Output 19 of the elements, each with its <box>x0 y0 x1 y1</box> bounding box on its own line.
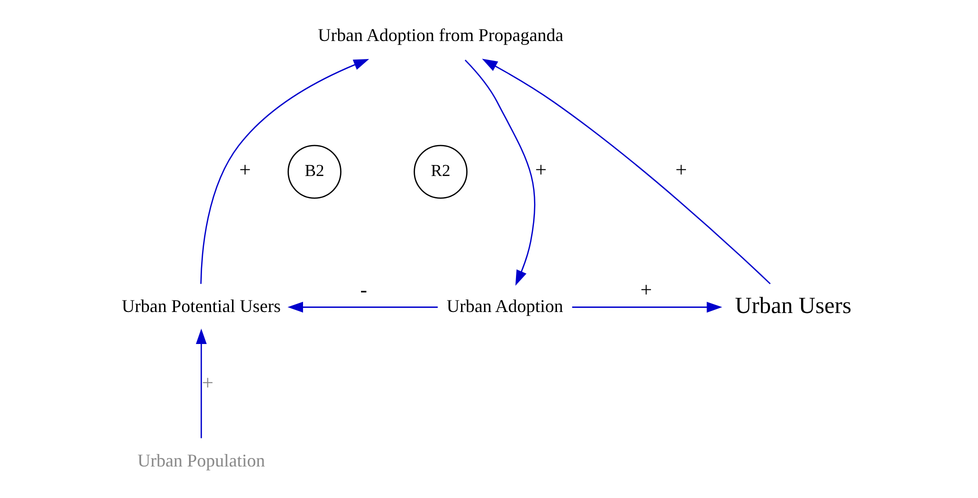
edge-label: + <box>674 160 687 182</box>
edge-label: + <box>238 160 250 182</box>
arrow <box>572 302 722 313</box>
edge-label: + <box>201 372 214 394</box>
arrow <box>287 302 438 313</box>
node-text: Urban Population <box>137 450 265 470</box>
label: B2 <box>304 161 324 180</box>
node-text: Urban Users <box>734 292 851 319</box>
edge-label: + <box>534 160 546 182</box>
node-text: Urban Potential Users <box>121 296 280 316</box>
arrow <box>464 60 535 286</box>
edge-label: + <box>640 280 652 302</box>
arrow <box>195 328 206 438</box>
arrow <box>200 58 369 284</box>
arrow <box>482 58 770 284</box>
node-text: Urban Adoption <box>446 296 563 316</box>
edge-label: - <box>360 280 367 302</box>
node-text: Urban Adoption from Propaganda <box>317 25 563 46</box>
label: R2 <box>430 161 450 180</box>
